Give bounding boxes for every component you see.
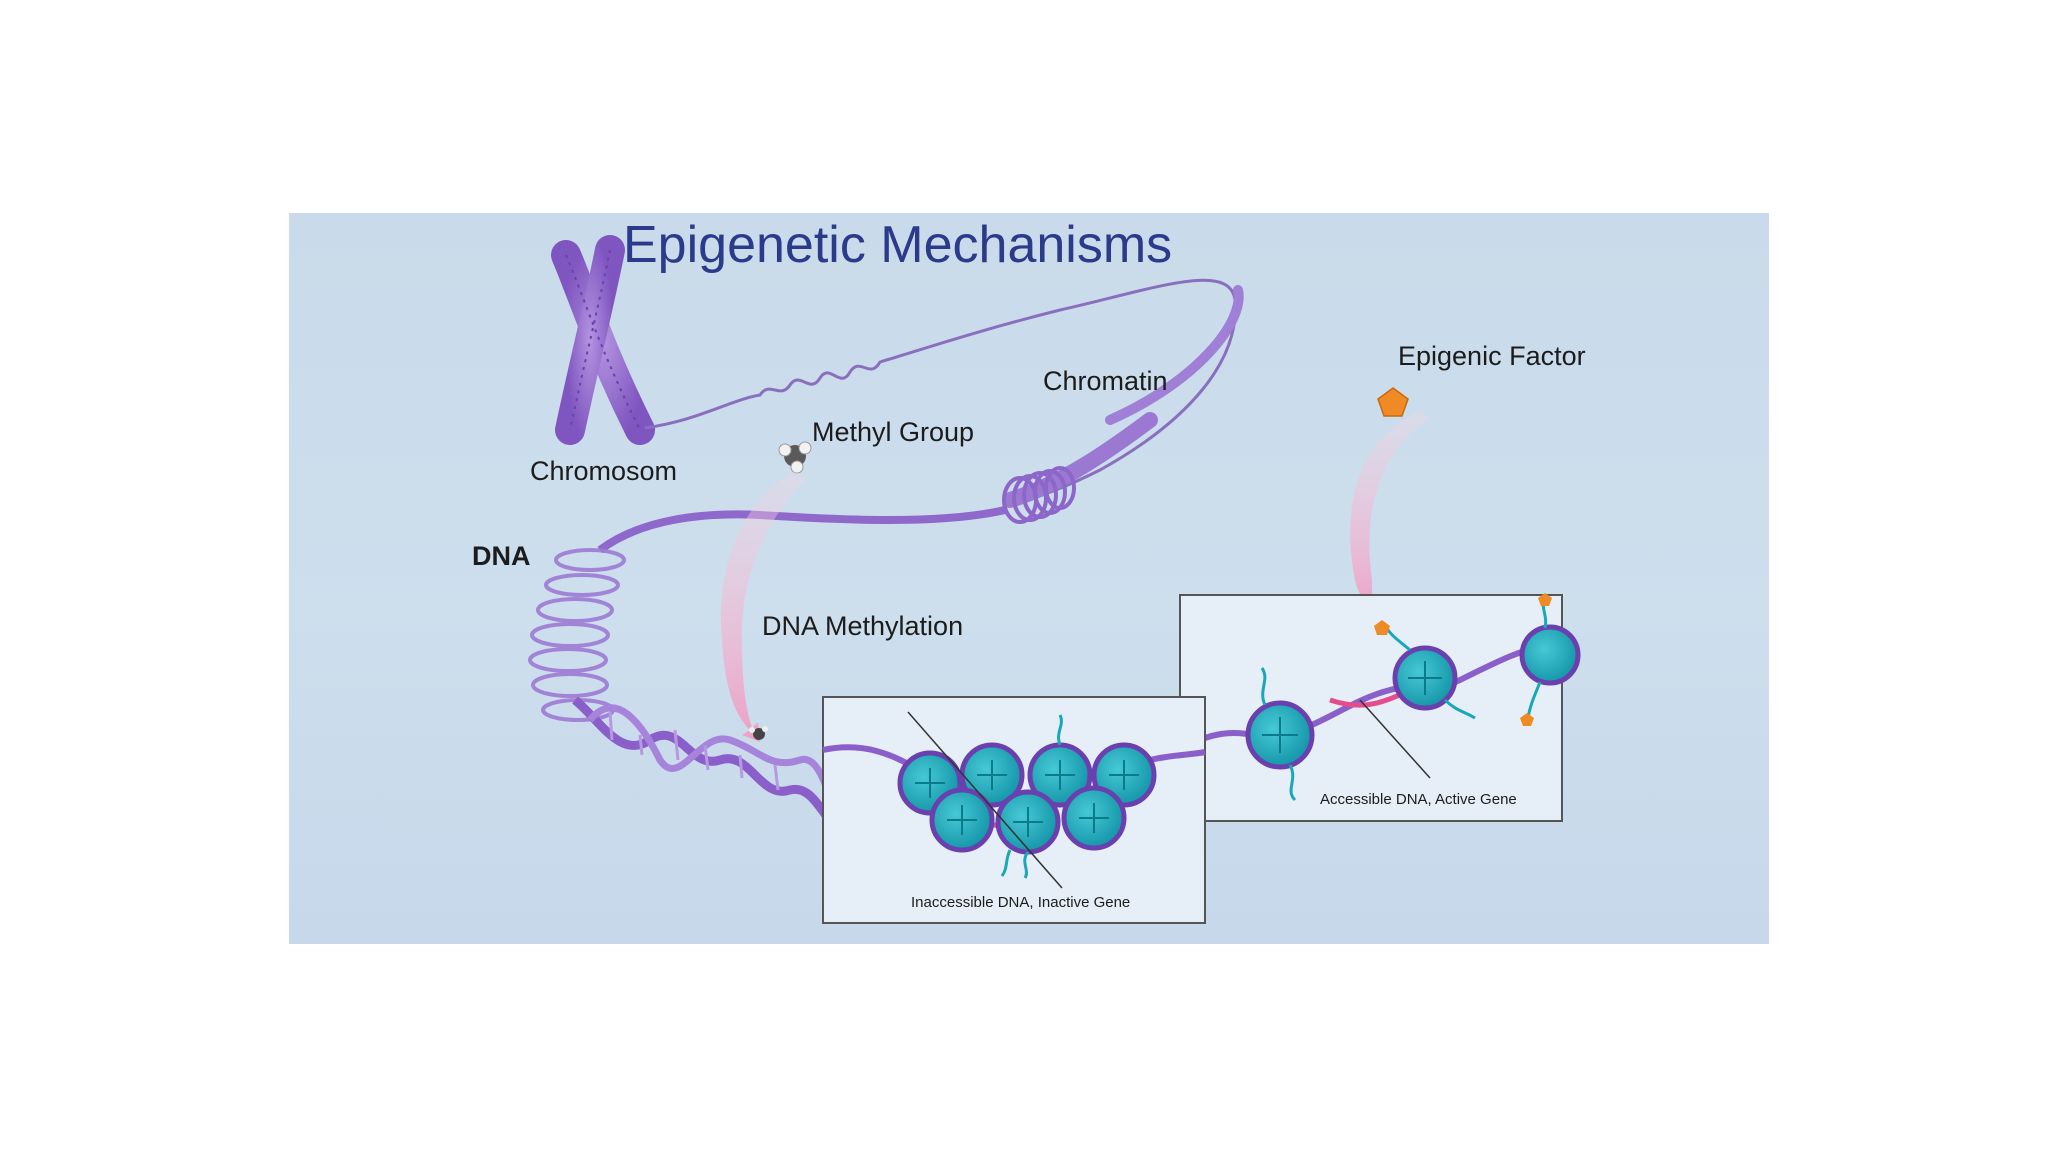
label-dna-methylation: DNA Methylation bbox=[762, 611, 963, 641]
inactive-gene-panel bbox=[822, 696, 1206, 924]
nucleosome-cluster bbox=[897, 742, 1157, 855]
methyl-group-icon bbox=[778, 441, 812, 474]
label-inactive-gene: Inaccessible DNA, Inactive Gene bbox=[911, 894, 1130, 911]
chromosome bbox=[551, 235, 655, 445]
nucleosome bbox=[1519, 624, 1581, 686]
epigenetic-factor-icon bbox=[1377, 387, 1409, 417]
chromatin bbox=[1105, 285, 1244, 425]
nucleosome bbox=[1245, 700, 1315, 770]
chromatin-fiber bbox=[644, 278, 1237, 507]
epigenetic-factor-arrow bbox=[1350, 410, 1430, 620]
dna-coil bbox=[528, 548, 626, 722]
methylation-arrow bbox=[720, 470, 805, 742]
diagram-title: Epigenetic Mechanisms bbox=[623, 216, 1172, 274]
label-methyl-group: Methyl Group bbox=[812, 417, 974, 447]
methyl-mark-on-dna bbox=[749, 726, 768, 740]
label-chromatin: Chromatin bbox=[1043, 366, 1168, 396]
dna-double-helix bbox=[572, 696, 834, 824]
active-gene-panel bbox=[1178, 593, 1581, 822]
chromatin-coil bbox=[1002, 466, 1076, 524]
label-chromosome: Chromosom bbox=[530, 456, 677, 486]
label-epigenetic-factor: Epigenic Factor bbox=[1398, 341, 1586, 371]
label-dna: DNA bbox=[472, 541, 531, 571]
label-active-gene: Accessible DNA, Active Gene bbox=[1320, 791, 1517, 808]
nucleosome bbox=[1392, 645, 1458, 711]
